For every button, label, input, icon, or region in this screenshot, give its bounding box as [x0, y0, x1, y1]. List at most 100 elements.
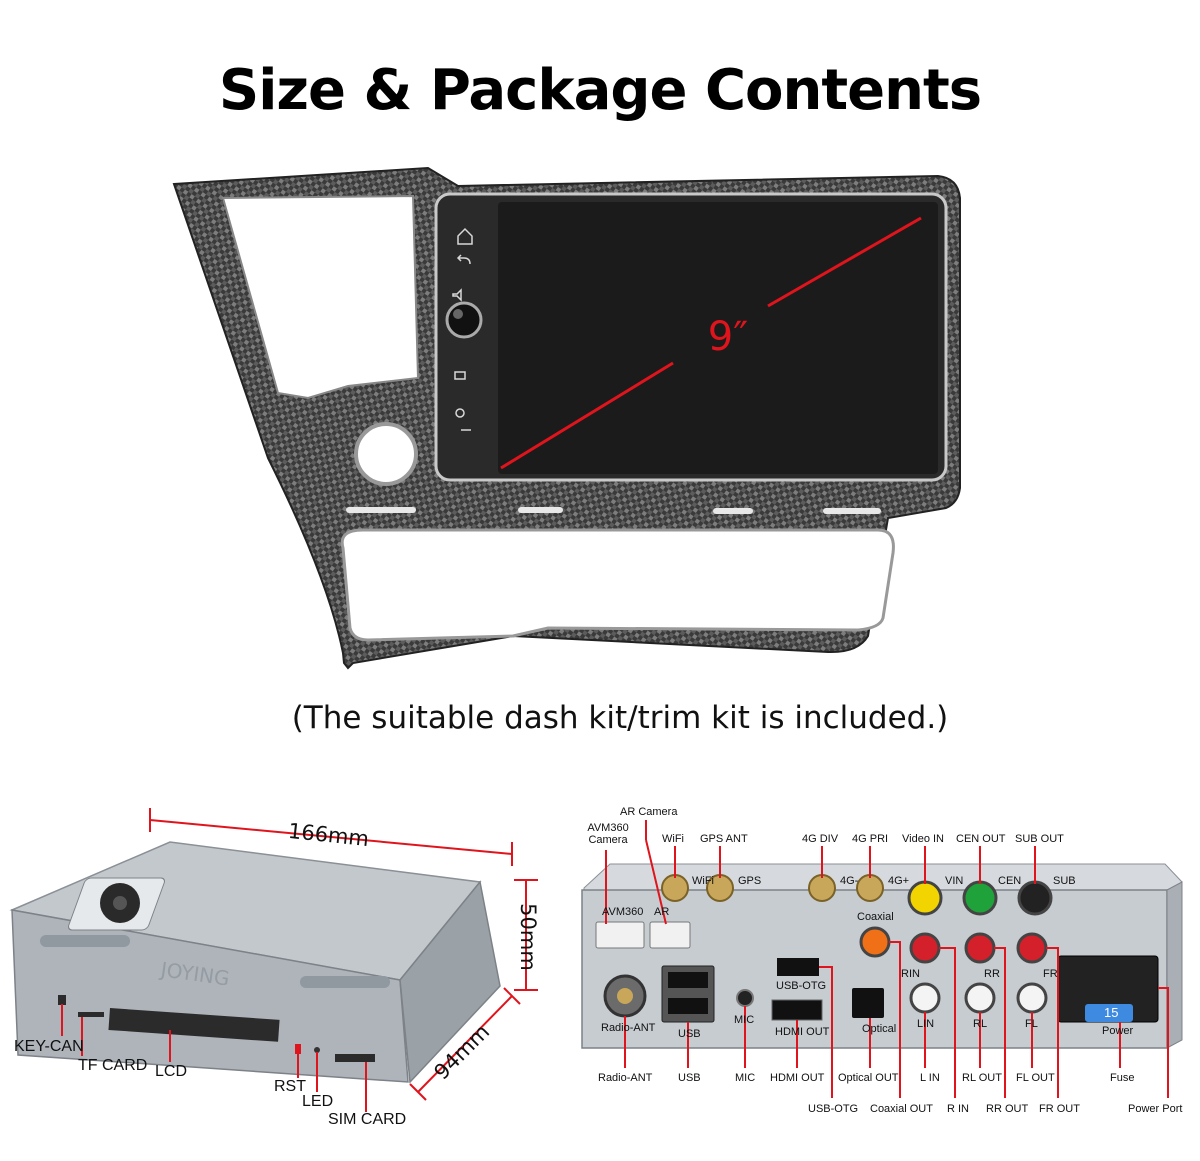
label-fuse: Fuse [1110, 1072, 1135, 1084]
mark-avm360: AVM360 [602, 906, 644, 918]
vent-cutout [221, 194, 420, 400]
home-icon [457, 227, 473, 245]
label-sub-out: SUB OUT [1015, 833, 1064, 845]
radio-ant-core [617, 988, 633, 1004]
dimension-lines [61, 808, 538, 1112]
label-fl-out: FL OUT [1016, 1072, 1055, 1084]
unit-side-face [399, 880, 501, 1084]
leader-r-in [939, 947, 956, 1098]
fl-out-jack [1016, 982, 1048, 1014]
dim-depth-line [417, 995, 513, 1093]
mark-gps: GPS [738, 875, 762, 887]
sub-out-jack [1017, 880, 1053, 916]
tf-slot [78, 1012, 104, 1017]
label-rst: RST [274, 1078, 306, 1095]
mic-port [736, 989, 754, 1007]
coaxial-out-jack [859, 926, 891, 958]
label-r-in: R IN [947, 1103, 969, 1115]
unit-drawing: JOYING [9, 808, 538, 1112]
leader-usb-otg [819, 966, 833, 1098]
label-key-can: KEY-CAN [14, 1038, 84, 1055]
mark-vin: VIN [945, 875, 964, 887]
mark-power: Power [1102, 1025, 1134, 1037]
mark-ar: AR [654, 906, 670, 918]
nav-icon [454, 371, 466, 380]
rear-panel-drawing [581, 820, 1183, 1098]
diagonal-line-bottom [500, 361, 674, 470]
slot-light [518, 507, 563, 513]
mark-usb: USB [678, 1028, 701, 1040]
diagonal-line-top [767, 216, 922, 308]
usb-port [668, 972, 708, 988]
unit-front-face [11, 909, 409, 1083]
label-rl-out: RL OUT [962, 1072, 1002, 1084]
page-title: Size & Package Contents [218, 58, 982, 123]
label-avm360-camera: AVM360 Camera [587, 822, 629, 846]
rear-leaders [605, 820, 1169, 1098]
dim-height-label: 50mm [515, 903, 540, 971]
key-can-port [58, 995, 66, 1005]
screen-size-label: 9″ [708, 314, 748, 360]
label-mic: MIC [735, 1072, 756, 1084]
leader-coaxial [889, 941, 901, 1098]
optical-port [852, 988, 884, 1018]
head-unit-box: JOYING 166mm 50mm 94mm KEY- [0, 790, 560, 1161]
mark-mic: MIC [734, 1014, 755, 1026]
fuse-body [1085, 1004, 1133, 1022]
leader-ar-2 [645, 839, 667, 925]
video-in-jack [907, 880, 943, 916]
rl-out-jack [964, 982, 996, 1014]
label-tf-card: TF CARD [78, 1057, 148, 1074]
label-rr-out: RR OUT [986, 1103, 1029, 1115]
mark-radio-ant: Radio-ANT [601, 1022, 656, 1034]
slot-light [823, 508, 881, 514]
cen-out-jack [962, 880, 998, 916]
knob-highlight [453, 309, 463, 319]
r-in-jack [909, 932, 941, 964]
label-l-in: L IN [920, 1072, 940, 1084]
back-icon [456, 254, 471, 265]
label-optical-out: Optical OUT [838, 1072, 899, 1084]
label-radio-ant: Radio-ANT [598, 1072, 653, 1084]
mark-fl: FL [1025, 1018, 1038, 1030]
volume-knob[interactable] [445, 301, 483, 339]
4g-pri-jack [856, 874, 884, 902]
hdmi-port [771, 999, 823, 1021]
rear-panel: AVM360 AR WiFi GPS 4G- 4G+ VIN CEN SUB C… [570, 800, 1200, 1161]
knob-hole [354, 422, 418, 486]
mark-usb-otg: USB-OTG [776, 980, 827, 992]
rr-out-jack [964, 932, 996, 964]
mark-fr: FR [1043, 968, 1058, 980]
4g-div-jack [808, 874, 836, 902]
chassis-side [1166, 881, 1183, 1049]
gps-icon [455, 408, 465, 418]
slot-light [713, 508, 753, 514]
mark-hdmi: HDMI OUT [775, 1026, 830, 1038]
label-video-in: Video IN [902, 833, 944, 845]
label-led: LED [302, 1093, 334, 1110]
mark-rr: RR [984, 968, 1000, 980]
usb-port [668, 998, 708, 1014]
fr-out-jack [1016, 932, 1048, 964]
leader-power-port [1158, 987, 1169, 1098]
label-cen-out: CEN OUT [956, 833, 1006, 845]
leader-rr-out [994, 947, 1006, 1098]
mark-wifi: WiFi [692, 875, 714, 887]
label-4g-pri: 4G PRI [852, 833, 889, 845]
dim-depth-tick [409, 1083, 427, 1101]
fuse-value: 15 [1104, 1005, 1119, 1020]
dim-depth-tick [503, 987, 521, 1005]
usb-otg-port [777, 958, 819, 976]
mark-lin: LIN [917, 1018, 935, 1030]
label-gps-ant: GPS ANT [700, 833, 748, 845]
dash-kit-image: 9″ [172, 166, 961, 670]
mark-4g-plus: 4G+ [888, 875, 910, 887]
label-usb: USB [678, 1072, 701, 1084]
mark-4g-minus: 4G- [840, 875, 859, 887]
mark-sub: SUB [1053, 875, 1076, 887]
mark-rl: RL [973, 1018, 988, 1030]
label-fr-out: FR OUT [1039, 1103, 1080, 1115]
label-coaxial-out: Coaxial OUT [870, 1103, 933, 1115]
rca-jacks [859, 880, 1053, 1014]
lcd-connector [108, 1008, 280, 1042]
